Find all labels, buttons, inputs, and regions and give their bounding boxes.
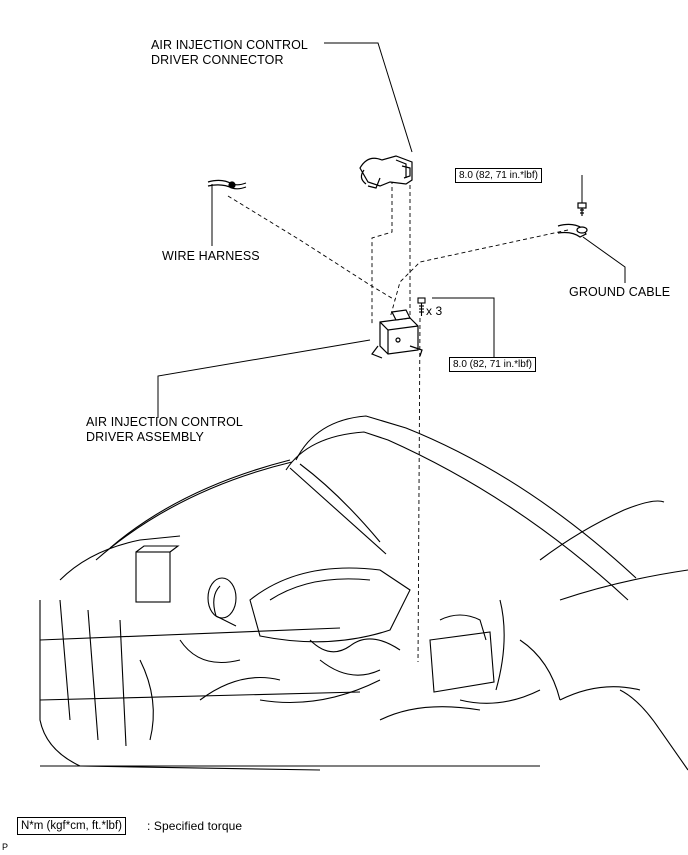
ground-cable-drawing	[557, 202, 588, 238]
leader-lines	[157, 42, 626, 418]
connector-drawing	[359, 155, 413, 189]
figure-code: P	[2, 842, 9, 852]
label-bolt-count: x 3	[426, 304, 443, 318]
wire-harness-drawing	[207, 179, 247, 190]
label-ground-cable: GROUND CABLE	[569, 285, 671, 299]
torque-box-ground: 8.0 (82, 71 in.*lbf)	[455, 168, 542, 183]
vehicle-outline	[39, 415, 688, 771]
label-assembly: AIR INJECTION CONTROL DRIVER ASSEMBLY	[86, 415, 243, 444]
label-wire-harness: WIRE HARNESS	[162, 249, 260, 263]
dashed-guides	[227, 180, 569, 663]
label-connector: AIR INJECTION CONTROL DRIVER CONNECTOR	[151, 38, 308, 67]
legend-unit-box: N*m (kgf*cm, ft.*lbf)	[17, 817, 126, 835]
bolt-drawing	[417, 297, 426, 316]
torque-box-assembly: 8.0 (82, 71 in.*lbf)	[449, 357, 536, 372]
driver-assembly-drawing	[371, 309, 423, 359]
legend-description: : Specified torque	[147, 819, 243, 833]
